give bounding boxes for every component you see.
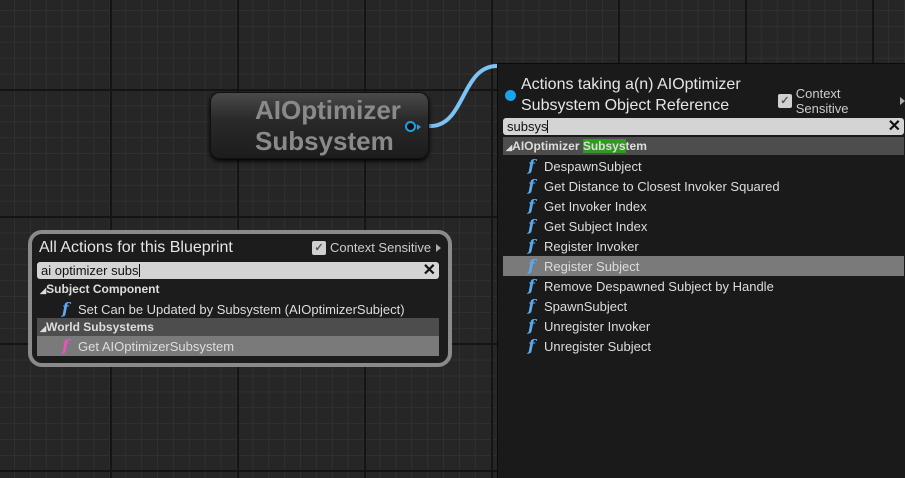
context-sensitive-label: Context Sensitive bbox=[795, 86, 849, 116]
category-label: Subject Component bbox=[46, 282, 160, 296]
collapse-triangle-icon: ◢ bbox=[40, 324, 47, 333]
clear-search-icon[interactable]: ✕ bbox=[887, 118, 901, 135]
item-label: Unregister Subject bbox=[544, 339, 651, 354]
category-world-subsystems[interactable]: ◢World Subsystems bbox=[37, 318, 439, 336]
checkbox-checked-icon[interactable]: ✓ bbox=[312, 240, 326, 255]
function-icon: f bbox=[528, 276, 535, 295]
search-value[interactable]: ai optimizer subs bbox=[41, 263, 139, 278]
list-item[interactable]: f Get Invoker Index bbox=[503, 196, 904, 216]
category-subject-component[interactable]: ◢Subject Component bbox=[37, 280, 439, 298]
aioptimizer-subsystem-node[interactable]: AIOptimizer Subsystem bbox=[210, 92, 429, 159]
pin-arrow-icon bbox=[417, 124, 421, 130]
item-label: Register Subject bbox=[544, 259, 640, 274]
function-icon: f bbox=[528, 216, 535, 235]
context-sensitive-label: Context Sensitive bbox=[330, 240, 432, 255]
category-suffix: tem bbox=[625, 139, 647, 153]
search-input[interactable]: ai optimizer subs ✕ bbox=[37, 262, 439, 279]
function-icon: f bbox=[528, 236, 535, 255]
search-input[interactable]: subsys ✕ bbox=[503, 118, 904, 135]
search-value[interactable]: subsys bbox=[507, 119, 548, 134]
list-item[interactable]: f Get Distance to Closest Invoker Squared bbox=[503, 176, 904, 196]
item-label: SpawnSubject bbox=[544, 299, 628, 314]
list-item[interactable]: f Unregister Invoker bbox=[503, 316, 904, 336]
item-label: Set Can be Updated by Subsystem (AIOptim… bbox=[78, 302, 405, 317]
context-action-menu: Actions taking a(n) AIOptimizer Subsyste… bbox=[497, 63, 905, 478]
list-item[interactable]: f Get Subject Index bbox=[503, 216, 904, 236]
item-label: Register Invoker bbox=[544, 239, 639, 254]
item-label: DespawnSubject bbox=[544, 159, 642, 174]
function-icon: f bbox=[62, 299, 69, 318]
clear-search-icon[interactable]: ✕ bbox=[422, 262, 436, 279]
list-item[interactable]: f DespawnSubject bbox=[503, 156, 904, 176]
list-item-selected[interactable]: f Get AIOptimizerSubsystem bbox=[37, 336, 439, 356]
item-label: Get AIOptimizerSubsystem bbox=[78, 339, 235, 354]
collapse-triangle-icon: ◢ bbox=[40, 286, 47, 295]
output-pin[interactable] bbox=[405, 121, 416, 132]
item-label: Unregister Invoker bbox=[544, 319, 651, 334]
search-highlight: Subsys bbox=[582, 139, 626, 153]
menu-title: All Actions for this Blueprint bbox=[39, 239, 233, 256]
blueprint-action-menu: All Actions for this Blueprint ✓ Context… bbox=[28, 230, 452, 367]
expand-arrow-icon[interactable] bbox=[900, 97, 905, 105]
item-label: Remove Despawned Subject by Handle bbox=[544, 279, 774, 294]
list-item[interactable]: f Set Can be Updated by Subsystem (AIOpti… bbox=[37, 299, 439, 319]
item-label: Get Subject Index bbox=[544, 219, 648, 234]
context-sensitive-toggle[interactable]: ✓ Context Sensitive bbox=[778, 86, 905, 116]
function-icon: f bbox=[528, 256, 535, 275]
category-aioptimizer-subsystem[interactable]: ◢AIOptimizer Subsystem bbox=[503, 137, 904, 155]
item-label: Get Distance to Closest Invoker Squared bbox=[544, 179, 780, 194]
category-prefix: AIOptimizer bbox=[512, 139, 583, 153]
function-icon: f bbox=[528, 296, 535, 315]
item-label: Get Invoker Index bbox=[544, 199, 647, 214]
object-reference-pin-icon bbox=[505, 90, 516, 101]
function-icon: f bbox=[528, 176, 535, 195]
checkbox-checked-icon[interactable]: ✓ bbox=[778, 94, 792, 108]
list-item[interactable]: f SpawnSubject bbox=[503, 296, 904, 316]
node-title: AIOptimizer Subsystem bbox=[255, 95, 401, 156]
collapse-triangle-icon: ◢ bbox=[506, 143, 513, 152]
function-icon: f bbox=[528, 316, 535, 335]
function-icon: f bbox=[528, 156, 535, 175]
expand-arrow-icon[interactable] bbox=[436, 243, 442, 252]
list-item-selected[interactable]: f Register Subject bbox=[503, 256, 904, 276]
function-icon: f bbox=[528, 336, 535, 355]
list-item[interactable]: f Unregister Subject bbox=[503, 336, 904, 356]
pure-function-icon: f bbox=[62, 336, 69, 355]
list-item[interactable]: f Remove Despawned Subject by Handle bbox=[503, 276, 904, 296]
function-icon: f bbox=[528, 196, 535, 215]
context-sensitive-toggle[interactable]: ✓ Context Sensitive bbox=[312, 240, 442, 255]
menu-title: Actions taking a(n) AIOptimizer Subsyste… bbox=[521, 76, 741, 114]
category-label: World Subsystems bbox=[46, 320, 154, 334]
list-item[interactable]: f Register Invoker bbox=[503, 236, 904, 256]
